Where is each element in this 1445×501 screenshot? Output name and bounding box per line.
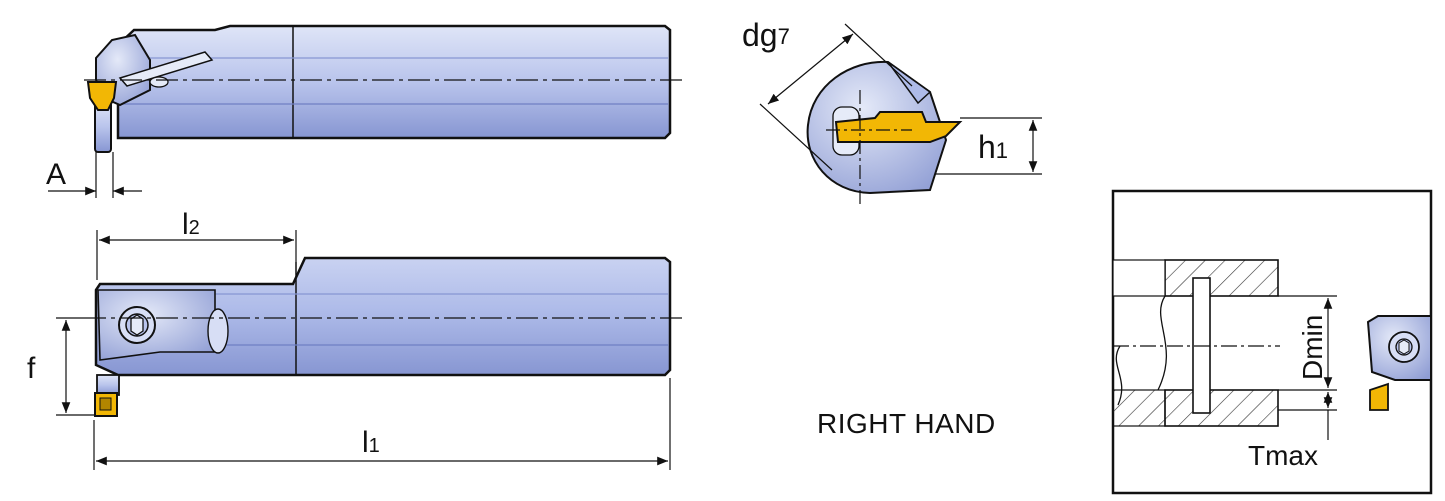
section-hatch-bottom-left xyxy=(1112,389,1166,427)
section-tool-insert xyxy=(1369,382,1389,411)
dim-dg7-label: dg7 xyxy=(742,17,790,53)
section-frame xyxy=(1111,189,1433,495)
dim-tmax-label: Tmax xyxy=(1248,440,1318,471)
bottom-view: l2 f l1 xyxy=(27,208,686,470)
section-wavy-edge-left xyxy=(1115,345,1123,406)
dim-l2-label: l2 xyxy=(182,208,200,241)
screw-hex-icon xyxy=(130,314,144,336)
bottom-channel xyxy=(207,308,229,354)
bottom-head-pocket xyxy=(97,289,216,361)
top-bar-body xyxy=(116,24,672,140)
dim-dg7-ext-a xyxy=(844,23,913,87)
dim-dg7-line xyxy=(767,33,854,105)
dim-h1-label: h1 xyxy=(978,129,1008,165)
section-wavy-edge xyxy=(1157,295,1168,391)
top-coolant-slot xyxy=(118,51,214,87)
top-bore-hole xyxy=(149,76,169,88)
hand-caption: RIGHT HAND xyxy=(817,408,996,439)
section-detail: Dmin Tmax xyxy=(1111,189,1433,495)
top-view: A xyxy=(46,24,686,198)
dim-a-label: A xyxy=(46,158,66,191)
section-hatch-top-left xyxy=(1112,259,1166,297)
dim-dmin-label: Dmin xyxy=(1297,315,1328,380)
section-hatch-bottom xyxy=(1164,389,1279,427)
end-view-insert xyxy=(834,111,963,143)
bottom-bar-body xyxy=(94,256,672,377)
top-insert-tip xyxy=(86,81,118,111)
dim-dg7-ext-b xyxy=(759,103,833,171)
section-hatch-top xyxy=(1164,259,1279,297)
bottom-insert-tip-detail xyxy=(99,397,112,411)
section-tool-hex-icon xyxy=(1398,339,1410,355)
dim-f-label: f xyxy=(27,352,36,385)
dim-l1-label: l1 xyxy=(362,426,380,459)
end-view: dg7 h1 xyxy=(742,17,1042,205)
